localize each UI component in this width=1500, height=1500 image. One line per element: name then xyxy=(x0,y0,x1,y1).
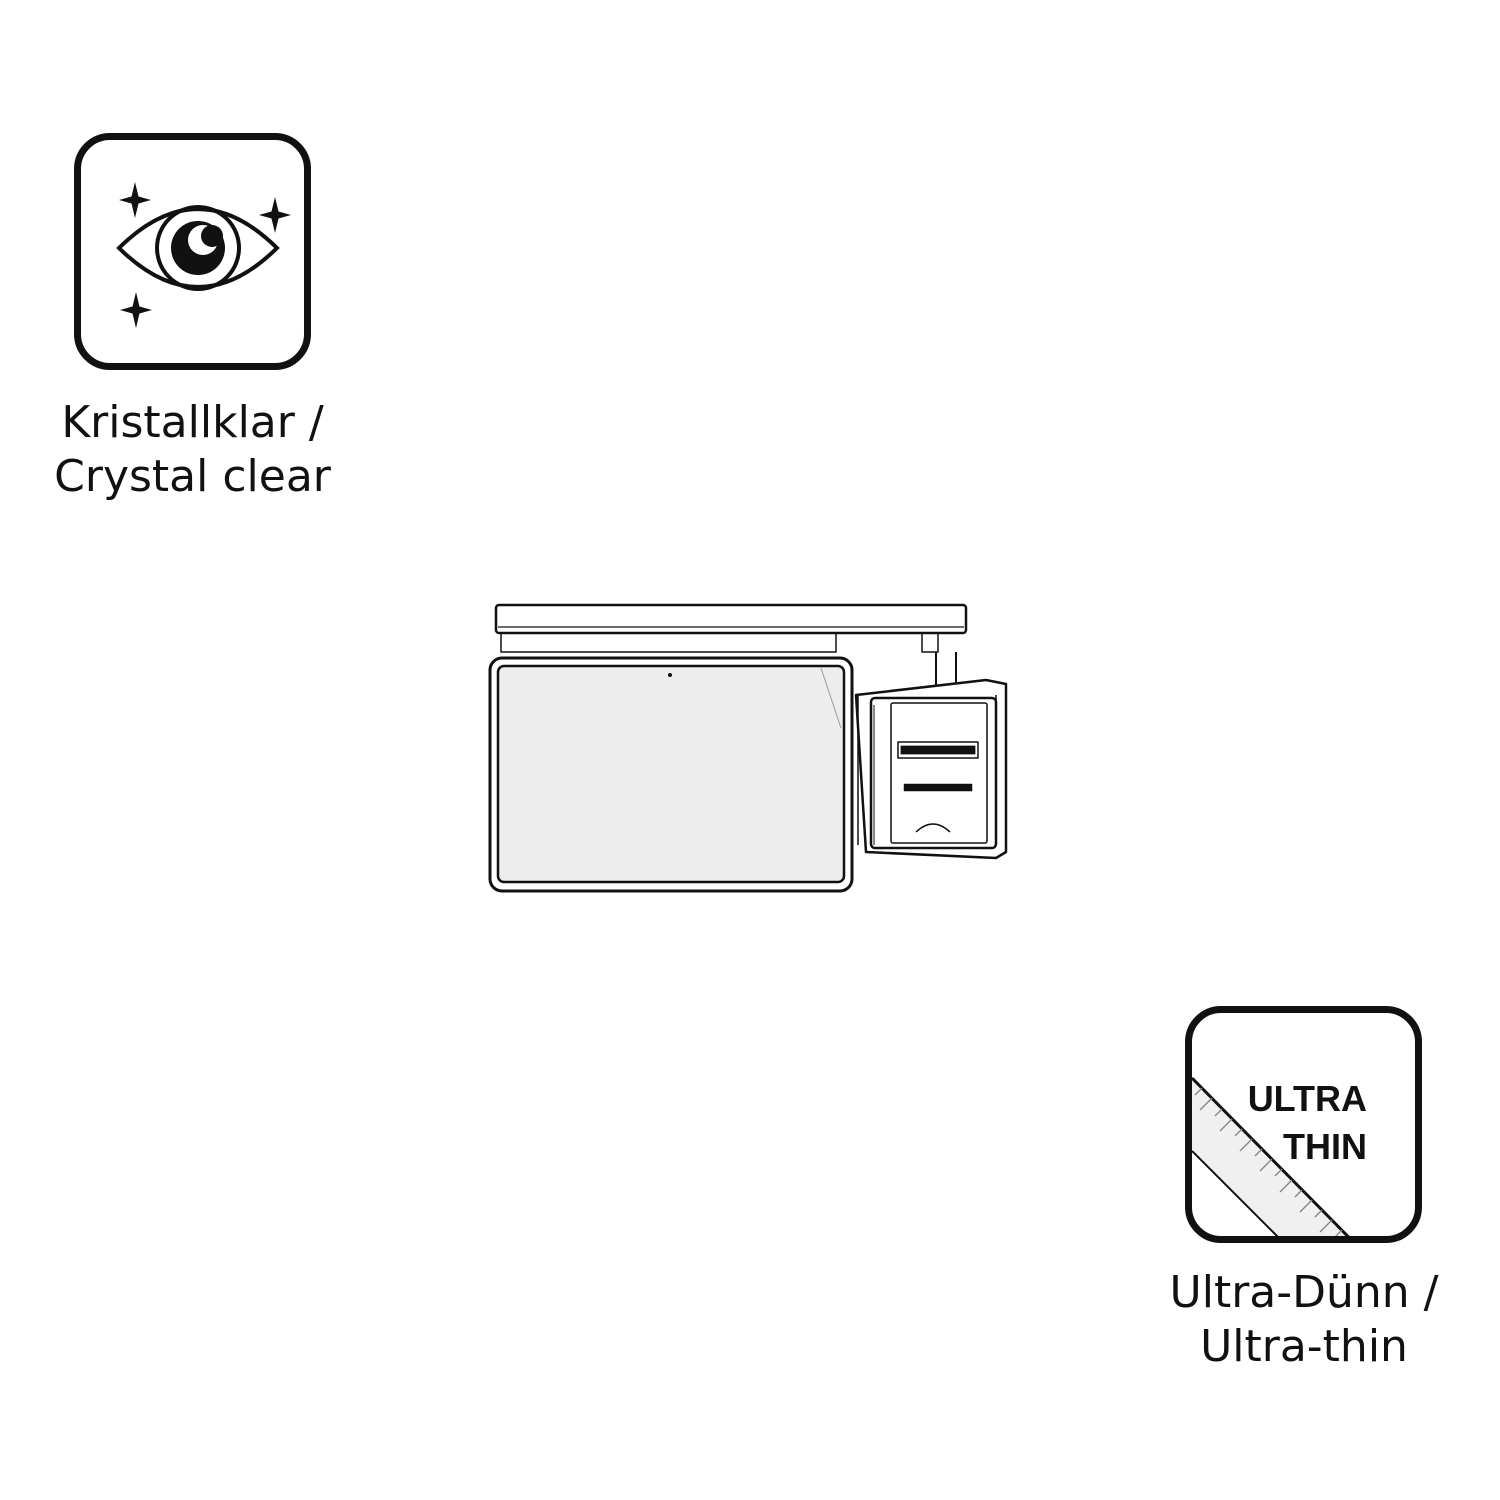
eye-sparkle-icon xyxy=(116,182,291,328)
ultra-badge-text: ULTRA xyxy=(1247,1078,1367,1119)
crystal-clear-caption: Kristallklar / Crystal clear xyxy=(20,396,365,504)
crystal-clear-line-de: Kristallklar / xyxy=(61,397,324,448)
ruler-thin-icon xyxy=(1192,1076,1350,1236)
ultra-thin-badge: ULTRA THIN xyxy=(1185,1006,1422,1243)
ultra-thin-line-en: Ultra-thin xyxy=(1200,1321,1408,1372)
crystal-clear-badge xyxy=(74,133,311,370)
thin-badge-text: THIN xyxy=(1283,1126,1367,1167)
ultra-thin-caption: Ultra-Dünn / Ultra-thin xyxy=(1130,1266,1478,1374)
ultra-thin-line-de: Ultra-Dünn / xyxy=(1169,1267,1439,1318)
pos-scale-drawing xyxy=(488,603,1008,893)
crystal-clear-line-en: Crystal clear xyxy=(54,451,331,502)
